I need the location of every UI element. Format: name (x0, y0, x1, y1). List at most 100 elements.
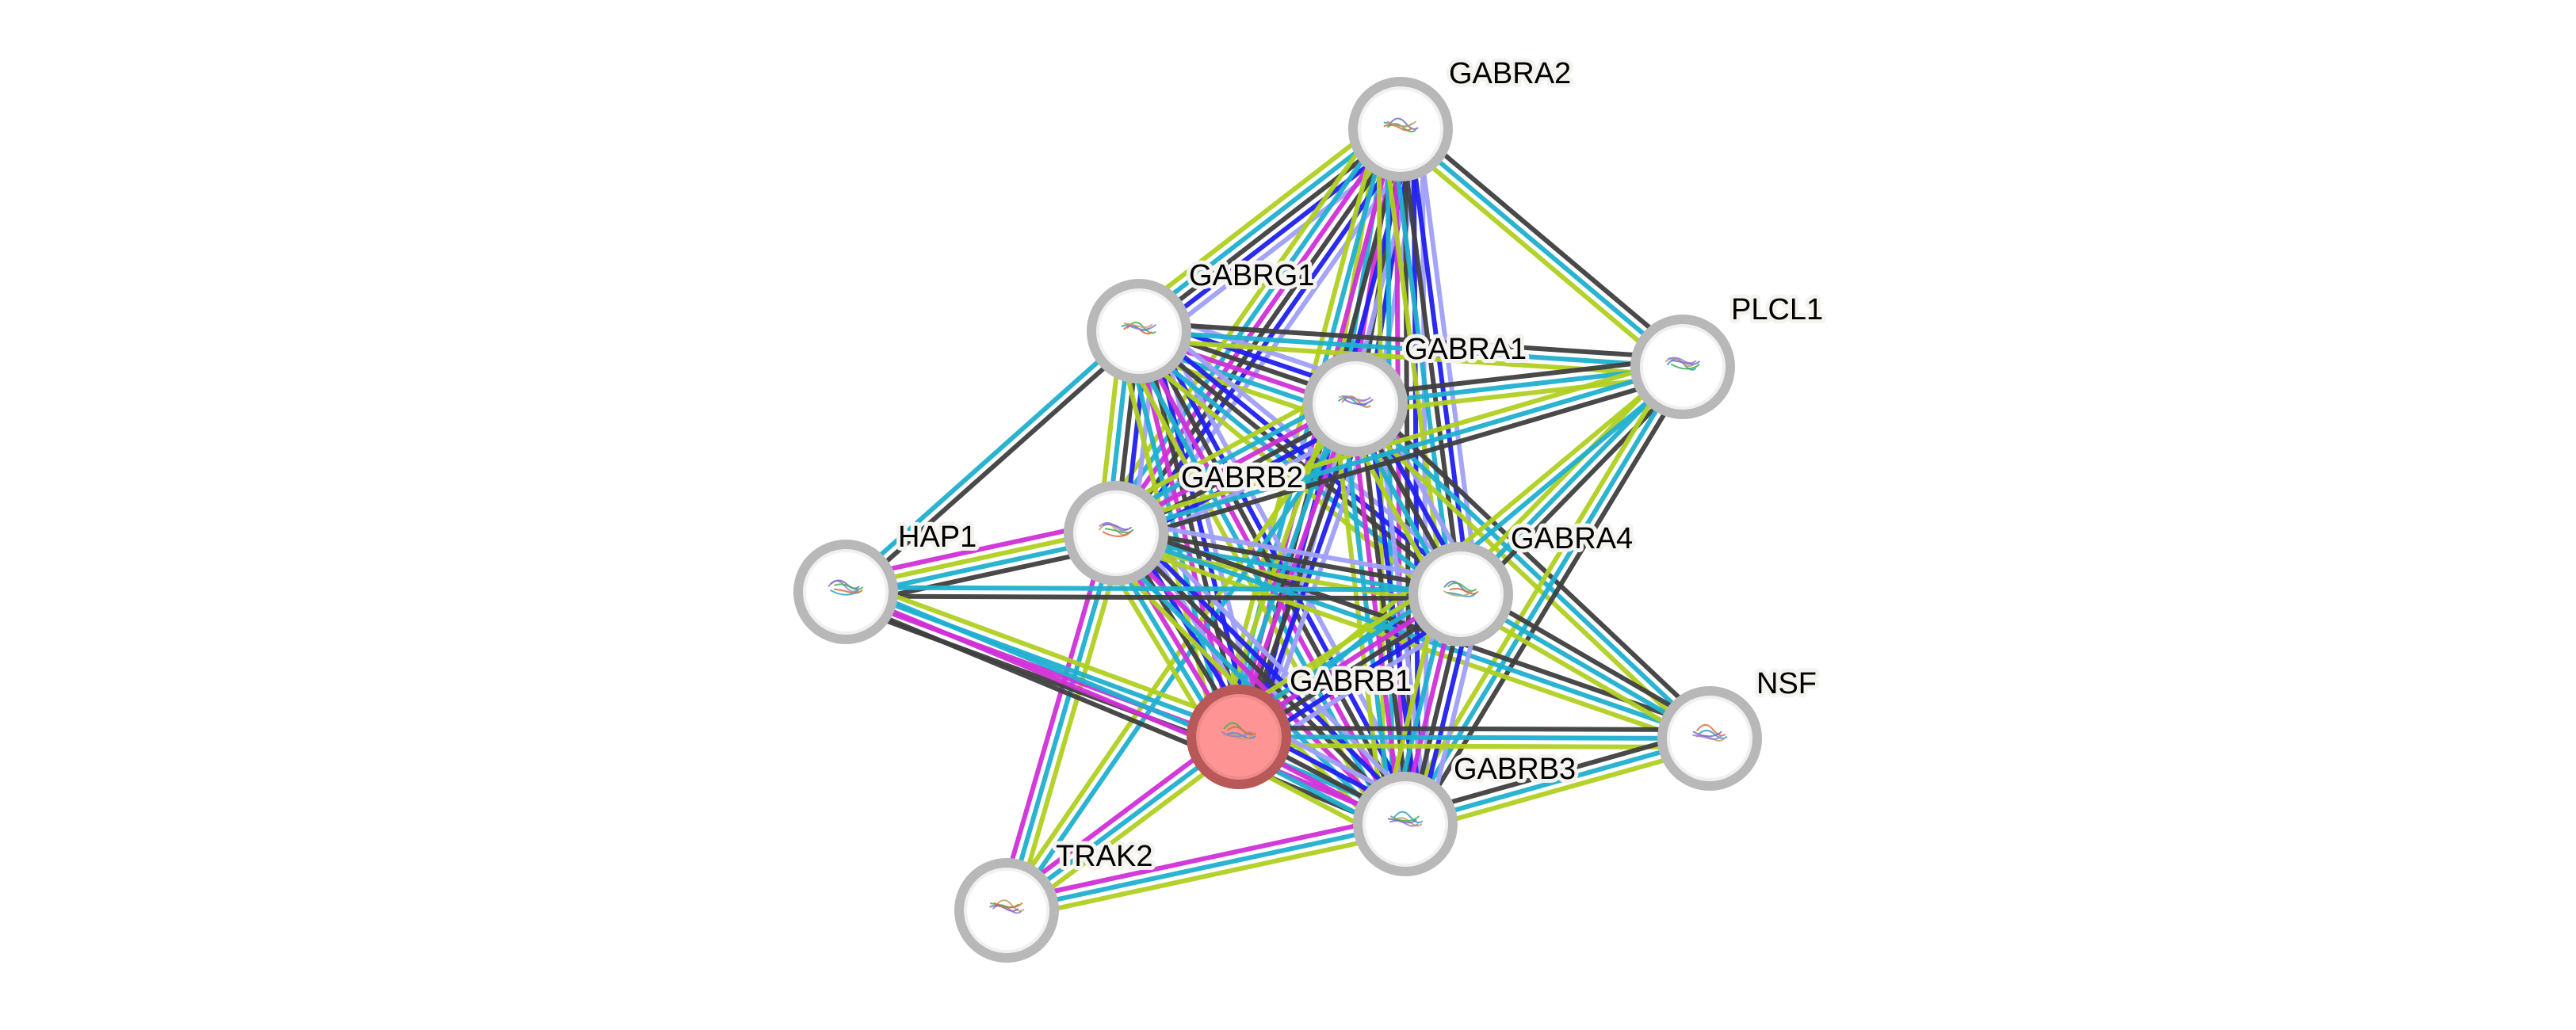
edge-evidence-databases (1132, 120, 1397, 326)
node-label: GABRG1 (1189, 259, 1314, 292)
edge-evidence-experiments (996, 530, 1110, 909)
node-inner-shadow (1196, 694, 1282, 780)
edge-evidence-experiments (1004, 813, 1405, 905)
edge-evidence-textmining (849, 577, 1244, 727)
edge-evidence-experiments (844, 589, 1407, 826)
node-hap1[interactable]: HAP1 (793, 517, 980, 644)
protein-structure-icon (1221, 722, 1257, 740)
node-label: GABRB3 (1454, 753, 1576, 786)
edge-evidence-databases (1405, 736, 1710, 826)
edge-hap1-gabrb3[interactable] (841, 582, 1410, 834)
node-circle[interactable] (1087, 279, 1191, 383)
edge-evidence-coexpression (841, 597, 1403, 834)
edge-evidence-coexpression (1405, 120, 1691, 362)
protein-structure-icon (1443, 580, 1479, 597)
edge-evidence-homology (1118, 517, 1464, 584)
edge-evidence-databases (846, 585, 1462, 593)
edge-evidence-coexpression (1139, 320, 1684, 361)
edge-evidence-coexpression (1118, 372, 1686, 544)
node-circle[interactable] (1630, 315, 1735, 419)
node-circle[interactable] (1064, 481, 1168, 586)
node-inner-shadow (1418, 551, 1504, 637)
node-inner-shadow (1073, 490, 1159, 576)
protein-structure-icon (1121, 321, 1156, 335)
edge-evidence-coexpression (1116, 526, 1462, 593)
edge-evidence-cooccurrence (1142, 134, 1408, 341)
edge-evidence-textmining (1126, 113, 1392, 319)
node-label: HAP1 (898, 521, 977, 554)
edge-evidence-coexpression (1402, 727, 1708, 818)
edge-evidence-coexpression (845, 593, 1461, 601)
edge-plcl1-gabrb2[interactable] (1113, 356, 1686, 544)
node-nsf[interactable]: NSF (1657, 663, 1821, 791)
node-gabra1[interactable]: GABRA1 (1303, 329, 1531, 456)
edge-evidence-textmining (1393, 134, 1679, 376)
node-inner-shadow (1096, 288, 1182, 374)
node-inner-shadow (803, 549, 889, 635)
edge-evidence-textmining (1396, 360, 1678, 821)
node-trak2[interactable]: TRAK2 (954, 836, 1156, 963)
protein-structure-icon (1664, 357, 1701, 371)
edge-evidence-coexpression (1410, 370, 1692, 830)
node-label: GABRB2 (1181, 461, 1303, 494)
edge-evidence-textmining (1376, 129, 1386, 825)
edge-evidence-databases (1103, 120, 1392, 528)
node-circle[interactable] (1408, 542, 1513, 647)
edge-evidence-textmining (1000, 400, 1354, 910)
node-label: GABRA4 (1511, 522, 1633, 555)
edge-evidence-databases (1238, 734, 1710, 741)
protein-structure-icon (1338, 395, 1374, 408)
node-inner-shadow (964, 868, 1049, 953)
edge-evidence-coexpression (1117, 528, 1411, 823)
edge-hap1-gabra4[interactable] (845, 585, 1462, 601)
edge-evidence-databases (1389, 130, 1455, 596)
node-plcl1[interactable]: PLCL1 (1630, 289, 1827, 419)
edge-evidence-textmining (1238, 742, 1710, 750)
protein-structure-icon (1098, 521, 1134, 537)
edge-evidence-experiments (1110, 534, 1405, 829)
node-inner-shadow (1640, 324, 1726, 410)
edge-gabra2-gabrg1[interactable] (1126, 113, 1413, 347)
node-gabra2[interactable]: GABRA2 (1348, 53, 1575, 181)
node-inner-shadow (1363, 781, 1448, 867)
edge-evidence-coexpression (1398, 128, 1463, 595)
edge-evidence-coexpression (1465, 371, 1691, 602)
node-gabrb1[interactable]: GABRB1 (1187, 661, 1416, 789)
edge-evidence-databases (1006, 822, 1406, 913)
edge-evidence-coexpression (1239, 726, 1710, 733)
edge-evidence-databases (1138, 329, 1684, 369)
edge-evidence-databases (1115, 364, 1684, 536)
node-label: GABRB1 (1290, 665, 1412, 698)
edge-evidence-databases (1115, 531, 1710, 741)
edge-gabrb3-nsf[interactable] (1402, 727, 1713, 835)
node-label: TRAK2 (1056, 840, 1152, 873)
edge-gabrb3-trak2[interactable] (1004, 813, 1408, 921)
edge-evidence-coexpression (847, 332, 1144, 597)
edge-evidence-textmining (1007, 830, 1408, 921)
node-inner-shadow (1313, 361, 1398, 447)
edge-evidence-coexpression (1354, 356, 1683, 399)
edge-evidence-databases (841, 326, 1138, 591)
edge-evidence-coexpression (1137, 329, 1462, 597)
node-label: PLCL1 (1731, 293, 1823, 326)
node-gabrg1[interactable]: GABRG1 (1087, 255, 1318, 383)
node-gabra4[interactable]: GABRA4 (1408, 518, 1637, 647)
node-gabrb2[interactable]: GABRB2 (1064, 457, 1307, 586)
edge-gabrg1-hap1[interactable] (841, 326, 1144, 597)
edge-evidence-databases (1353, 402, 1712, 741)
node-gabrb3[interactable]: GABRB3 (1353, 749, 1580, 876)
node-circle[interactable] (954, 858, 1059, 963)
edge-evidence-databases (1399, 127, 1684, 369)
protein-structure-icon (989, 899, 1025, 914)
protein-structure-icon (1383, 117, 1419, 133)
edge-gabrb1-nsf[interactable] (1238, 726, 1710, 750)
protein-structure-icon (1692, 723, 1728, 742)
node-label: NSF (1756, 667, 1817, 700)
node-label: GABRA1 (1405, 333, 1527, 366)
protein-structure-icon (1387, 811, 1424, 827)
edge-evidence-textmining (1381, 131, 1447, 597)
edge-evidence-cooccurrence (1123, 522, 1416, 817)
edge-gabra2-plcl1[interactable] (1393, 120, 1691, 376)
